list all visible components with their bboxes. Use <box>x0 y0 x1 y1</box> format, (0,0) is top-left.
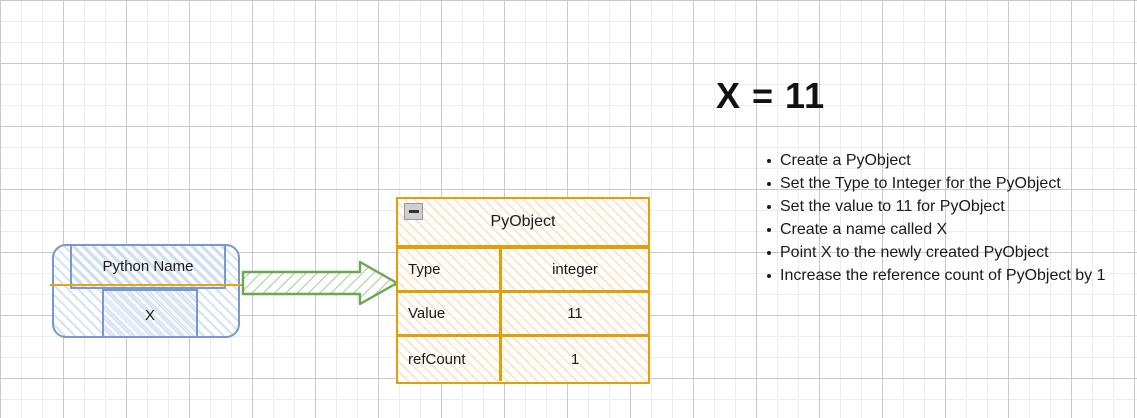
steps-list: Create a PyObject Set the Type to Intege… <box>758 149 1137 287</box>
pyobject-table-header: PyObject <box>398 199 648 249</box>
python-name-value: X <box>144 307 155 324</box>
orange-connector-line <box>50 284 400 286</box>
python-name-label: Python Name <box>102 258 194 275</box>
list-item: Set the value to 11 for PyObject <box>767 195 1137 218</box>
page-title: X = 11 <box>716 75 826 116</box>
row-key-value: Value <box>398 293 502 334</box>
table-row: refCount 1 <box>398 337 648 381</box>
row-value-type: integer <box>552 261 598 278</box>
python-name-box[interactable]: Python Name X <box>52 244 240 338</box>
table-row: Value 11 <box>398 293 648 337</box>
collapse-minus-icon[interactable] <box>404 203 423 220</box>
row-key-refcount: refCount <box>398 337 502 381</box>
row-value-refcount: 1 <box>570 350 580 368</box>
list-item: Set the Type to Integer for the PyObject <box>767 172 1137 195</box>
list-item: Create a name called X <box>767 218 1137 241</box>
right-block-arrow-icon <box>240 259 400 307</box>
python-name-value-cell: X <box>102 289 198 336</box>
pyobject-title: PyObject <box>490 213 556 230</box>
row-value-value: 11 <box>567 305 583 322</box>
list-item: Increase the reference count of PyObject… <box>767 264 1137 287</box>
pyobject-table[interactable]: PyObject Type integer Value 11 refCount … <box>396 197 650 384</box>
row-key-type: Type <box>398 249 502 290</box>
table-row: Type integer <box>398 249 648 293</box>
list-item: Point X to the newly created PyObject <box>767 241 1137 264</box>
minus-glyph <box>408 210 419 213</box>
list-item: Create a PyObject <box>767 149 1137 172</box>
python-name-label-cell: Python Name <box>70 246 226 289</box>
